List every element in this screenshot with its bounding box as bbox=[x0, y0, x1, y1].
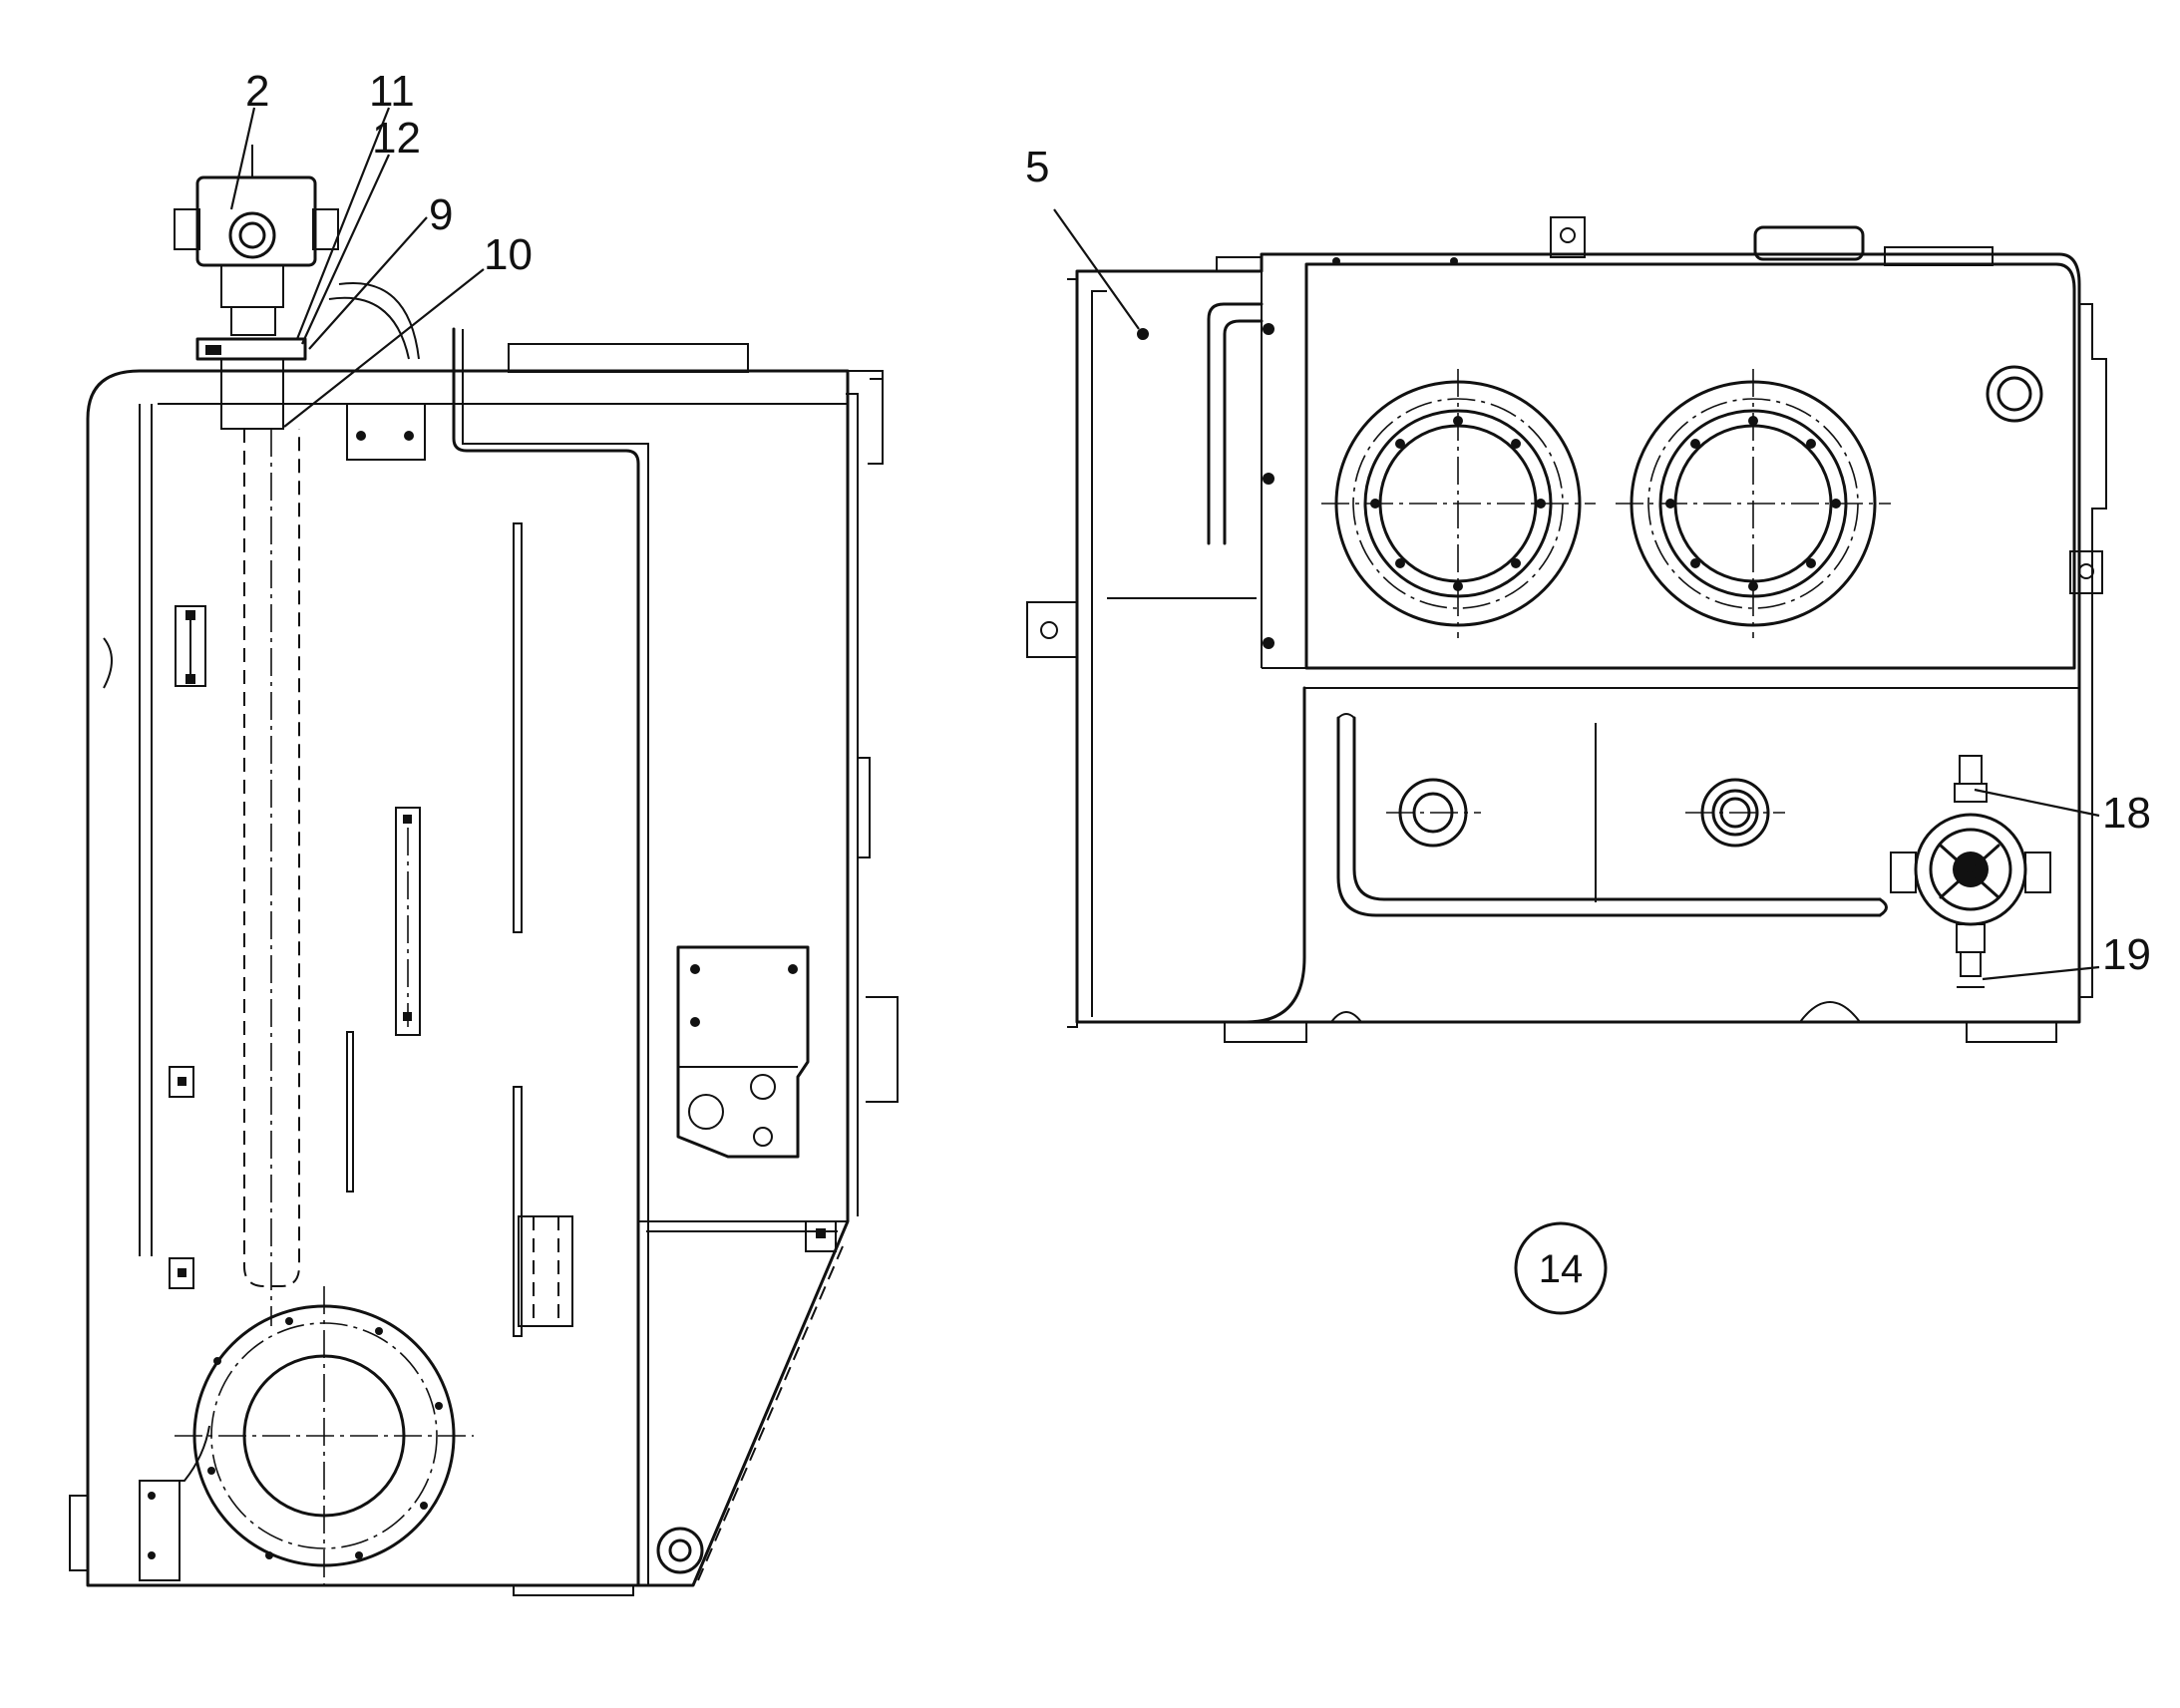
return-pipe bbox=[1336, 716, 1882, 917]
tank-side-view bbox=[69, 145, 899, 1596]
filter-assembly bbox=[1890, 755, 2051, 988]
drain-plug bbox=[656, 1527, 704, 1574]
callout-18: 18 bbox=[2102, 789, 2151, 838]
callout-10: 10 bbox=[484, 230, 533, 279]
suction-port bbox=[175, 1286, 474, 1585]
callout-labels: 2 11 12 9 10 5 18 19 bbox=[245, 67, 2151, 979]
filler-pipe bbox=[243, 429, 300, 1287]
callout-2: 2 bbox=[245, 67, 269, 116]
callout-9: 9 bbox=[429, 190, 453, 239]
mounting-plate bbox=[676, 945, 810, 1159]
tank-top-outline bbox=[1075, 252, 2081, 1024]
callout-5: 5 bbox=[1025, 143, 1049, 191]
inspection-cover-right bbox=[1616, 369, 1891, 638]
view-number: 14 bbox=[1539, 1247, 1584, 1291]
tank-outer-outline bbox=[86, 369, 850, 1587]
callout-11: 11 bbox=[369, 67, 415, 116]
view-number-badge: 14 bbox=[1514, 1221, 1608, 1315]
callout-leaders bbox=[229, 107, 2100, 981]
breather-assembly bbox=[174, 145, 339, 430]
inspection-cover-left bbox=[1321, 369, 1596, 638]
callout-12: 12 bbox=[372, 114, 421, 163]
callout-19: 19 bbox=[2102, 930, 2151, 979]
tank-top-view bbox=[1026, 216, 2107, 1043]
